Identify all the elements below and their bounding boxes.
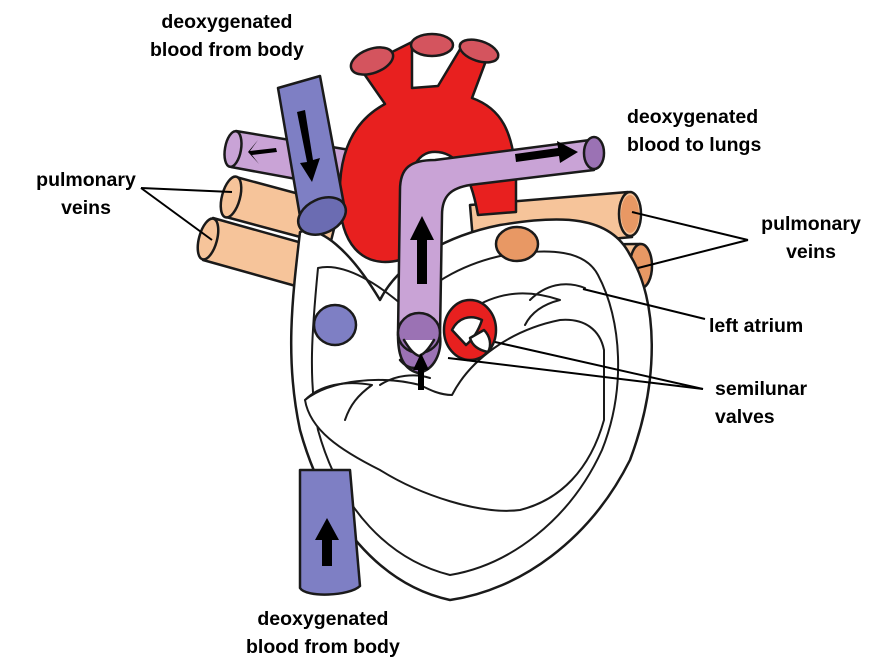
label-line: veins bbox=[746, 238, 874, 266]
label-line: valves bbox=[715, 403, 807, 431]
label-line: deoxygenated bbox=[246, 605, 400, 633]
label-top-vena-cava: deoxygenated blood from body bbox=[150, 8, 304, 64]
label-line: deoxygenated bbox=[627, 103, 761, 131]
label-line: pulmonary bbox=[10, 166, 162, 194]
label-pulmonary-veins-left: pulmonary veins bbox=[10, 166, 162, 222]
label-line: veins bbox=[10, 194, 162, 222]
label-line: semilunar bbox=[715, 375, 807, 403]
label-line: pulmonary bbox=[746, 210, 874, 238]
label-semilunar-valves: semilunar valves bbox=[715, 375, 807, 431]
label-bottom-vena-cava: deoxygenated blood from body bbox=[246, 605, 400, 661]
label-pulmonary-veins-right: pulmonary veins bbox=[746, 210, 874, 266]
vena-cava-opening bbox=[314, 305, 356, 345]
label-line: deoxygenated bbox=[150, 8, 304, 36]
label-left-atrium: left atrium bbox=[709, 312, 803, 340]
label-line: left atrium bbox=[709, 312, 803, 340]
label-line: blood to lungs bbox=[627, 131, 761, 159]
pulmonary-vein-opening bbox=[496, 227, 538, 261]
label-line: blood from body bbox=[150, 36, 304, 64]
aortic-valve bbox=[444, 300, 496, 360]
label-line: blood from body bbox=[246, 633, 400, 661]
label-blood-to-lungs: deoxygenated blood to lungs bbox=[627, 103, 761, 159]
